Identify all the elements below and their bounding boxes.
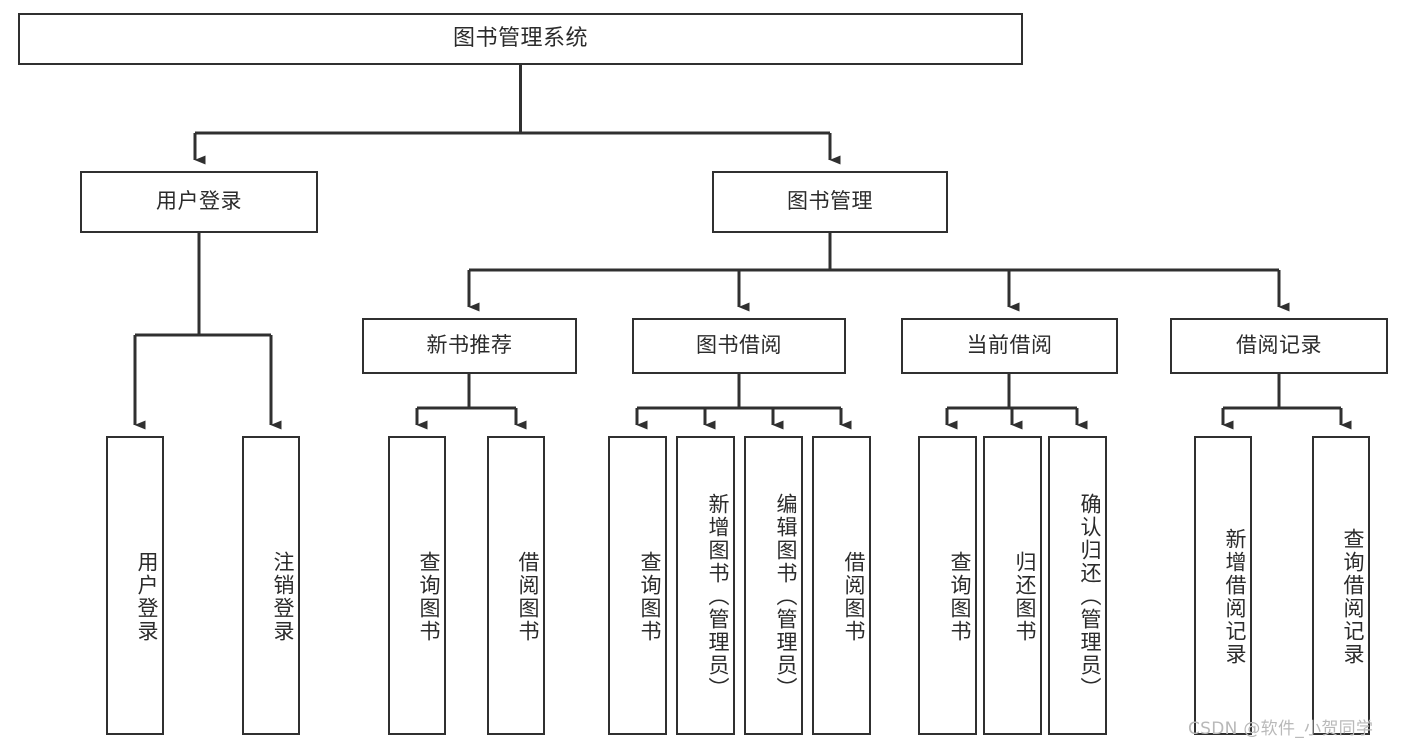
node-root-label: 图书管理系统 bbox=[452, 25, 588, 51]
node-leaf-query-book-rec-label: 查询图书 bbox=[417, 550, 441, 643]
node-leaf-query-book-rec[interactable]: 查询图书 bbox=[388, 436, 446, 735]
node-leaf-borrow-book[interactable]: 借阅图书 bbox=[812, 436, 871, 735]
node-leaf-query-book-borrow[interactable]: 查询图书 bbox=[608, 436, 667, 735]
node-new-book-recommend[interactable]: 新书推荐 bbox=[362, 318, 577, 374]
node-user-login-label: 用户登录 bbox=[156, 189, 242, 214]
node-book-manage[interactable]: 图书管理 bbox=[712, 171, 948, 233]
node-book-borrow[interactable]: 图书借阅 bbox=[632, 318, 846, 374]
node-leaf-return-book[interactable]: 归还图书 bbox=[983, 436, 1042, 735]
node-book-borrow-label: 图书借阅 bbox=[696, 333, 782, 358]
node-leaf-query-book-cur[interactable]: 查询图书 bbox=[918, 436, 977, 735]
node-leaf-add-record[interactable]: 新增借阅记录 bbox=[1194, 436, 1252, 735]
node-leaf-query-book-cur-label: 查询图书 bbox=[948, 550, 972, 643]
node-leaf-edit-book-label: 编辑图书（管理员） bbox=[774, 493, 798, 700]
node-root[interactable]: 图书管理系统 bbox=[18, 13, 1023, 65]
node-leaf-add-book[interactable]: 新增图书（管理员） bbox=[676, 436, 735, 735]
node-leaf-edit-book[interactable]: 编辑图书（管理员） bbox=[744, 436, 803, 735]
node-borrow-record[interactable]: 借阅记录 bbox=[1170, 318, 1388, 374]
node-leaf-add-record-label: 新增借阅记录 bbox=[1223, 527, 1247, 666]
node-leaf-query-book-borrow-label: 查询图书 bbox=[638, 550, 662, 643]
node-leaf-query-record[interactable]: 查询借阅记录 bbox=[1312, 436, 1370, 735]
node-leaf-confirm-return-label: 确认归还（管理员） bbox=[1078, 493, 1102, 700]
node-new-book-recommend-label: 新书推荐 bbox=[426, 333, 513, 358]
node-leaf-borrow-book-rec-label: 借阅图书 bbox=[516, 550, 540, 643]
node-leaf-return-book-label: 归还图书 bbox=[1013, 550, 1037, 643]
node-leaf-user-login[interactable]: 用户登录 bbox=[106, 436, 164, 735]
node-leaf-query-record-label: 查询借阅记录 bbox=[1341, 527, 1365, 666]
node-borrow-record-label: 借阅记录 bbox=[1236, 333, 1322, 358]
node-user-login[interactable]: 用户登录 bbox=[80, 171, 318, 233]
watermark: CSDN @软件_小贺同学 bbox=[1188, 719, 1374, 739]
node-leaf-borrow-book-rec[interactable]: 借阅图书 bbox=[487, 436, 545, 735]
node-leaf-user-login-label: 用户登录 bbox=[135, 550, 159, 643]
node-leaf-logout[interactable]: 注销登录 bbox=[242, 436, 300, 735]
node-leaf-add-book-label: 新增图书（管理员） bbox=[706, 493, 730, 700]
node-leaf-borrow-book-label: 借阅图书 bbox=[842, 550, 866, 643]
node-leaf-confirm-return[interactable]: 确认归还（管理员） bbox=[1048, 436, 1107, 735]
node-book-manage-label: 图书管理 bbox=[787, 189, 873, 214]
node-leaf-logout-label: 注销登录 bbox=[271, 550, 295, 643]
node-current-borrow-label: 当前借阅 bbox=[966, 333, 1053, 358]
node-current-borrow[interactable]: 当前借阅 bbox=[901, 318, 1118, 374]
